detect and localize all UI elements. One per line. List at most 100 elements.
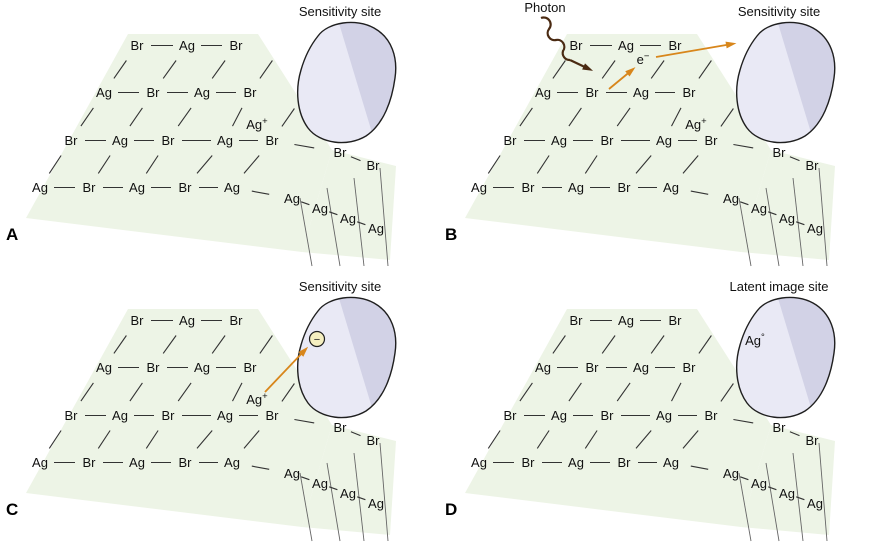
atom-label: Ag <box>194 360 210 375</box>
bond-dash <box>243 430 260 449</box>
bond-dash <box>129 382 143 402</box>
bond-dash <box>281 108 295 127</box>
atom-label: Br <box>773 145 787 160</box>
arrow-line <box>264 349 306 393</box>
atom-label: Ag <box>217 133 233 148</box>
atom-label: Br <box>618 180 632 195</box>
atom-label: Ag <box>633 85 649 100</box>
bond-dash <box>357 496 366 501</box>
atom-label: Br <box>83 455 97 470</box>
atom-label: Ag <box>656 408 672 423</box>
bond-dash <box>650 60 665 79</box>
site-label: Sensitivity site <box>738 4 820 19</box>
bond-dash <box>162 60 177 79</box>
atom-label: Ag <box>284 191 300 206</box>
bond-dash <box>350 431 361 437</box>
bond-dash <box>196 155 213 174</box>
crystal-edge-face <box>741 425 835 535</box>
bond-dash <box>733 418 754 424</box>
bond-dash <box>682 430 699 449</box>
atom-label: Br <box>244 85 258 100</box>
atom-label: Ag <box>535 360 551 375</box>
bond-dash <box>690 465 709 470</box>
site-label: Latent image site <box>729 279 828 294</box>
bond-dash <box>536 155 550 174</box>
bond-dash <box>690 190 709 195</box>
crystal-edge-line <box>379 442 389 542</box>
atom-label: Br <box>230 313 244 328</box>
bond-dash <box>519 107 533 127</box>
arrow-head <box>582 63 594 71</box>
site-label: Sensitivity site <box>299 279 381 294</box>
atom-label: Br <box>65 408 79 423</box>
bond-dash <box>552 335 566 354</box>
bond-dash <box>568 107 582 127</box>
bond-dash <box>601 335 616 354</box>
crystal-edge-line <box>738 197 752 267</box>
crystal-plane <box>26 34 332 252</box>
atom-label: Ag <box>751 476 767 491</box>
atom-label: Br <box>705 408 719 423</box>
atom-label: Ag <box>568 455 584 470</box>
bond-dash <box>487 155 501 174</box>
crystal-edge-line <box>765 187 780 267</box>
bond-dash <box>97 430 111 449</box>
bond-dash <box>80 382 94 402</box>
atom-label: Ag <box>179 38 195 53</box>
bond-dash <box>487 430 501 449</box>
atom-label: Br <box>162 133 176 148</box>
atom-label: Ag <box>568 180 584 195</box>
bond-dash <box>796 221 805 226</box>
atom-label: Br <box>162 408 176 423</box>
crystal-edge-line <box>379 167 389 267</box>
atom-label: Ag <box>535 85 551 100</box>
atom-label: Br <box>334 145 348 160</box>
bond-dash <box>281 383 295 402</box>
bond-dash <box>329 211 338 216</box>
bond-dash <box>536 430 550 449</box>
bond-dash <box>145 430 159 449</box>
atom-label: Br <box>806 433 820 448</box>
bond-dash <box>650 335 665 354</box>
atom-label: Br <box>618 455 632 470</box>
bond-dash <box>48 155 62 174</box>
bond-dash <box>789 156 800 162</box>
crystal-edge-line <box>765 462 780 542</box>
atom-label: Ag <box>194 85 210 100</box>
crystal-edge-line <box>299 197 313 267</box>
atom-label: Br <box>669 313 683 328</box>
atom-label: Br <box>179 455 193 470</box>
bond-dash <box>720 108 734 127</box>
atom-label: Br <box>230 38 244 53</box>
electron-label: e− <box>637 51 650 67</box>
atom-label: Ag <box>96 85 112 100</box>
bond-dash <box>740 476 749 481</box>
atom-label: Br <box>266 408 280 423</box>
atom-label: Ag <box>618 313 634 328</box>
atom-label: Ag <box>551 133 567 148</box>
atom-label: Br <box>522 455 536 470</box>
bond-dash <box>232 382 243 402</box>
atom-label: Br <box>586 85 600 100</box>
atom-label: Ag <box>471 455 487 470</box>
atom-label: Br <box>683 360 697 375</box>
atom-label: Ag <box>751 201 767 216</box>
atom-label: Ag <box>633 360 649 375</box>
arrow-head <box>298 346 309 357</box>
bond-dash <box>601 60 616 79</box>
bond-dash <box>350 156 361 162</box>
atom-label: Ag <box>129 180 145 195</box>
crystal-edge-line <box>818 167 828 267</box>
bond-dash <box>162 335 177 354</box>
atom-label: Br <box>334 420 348 435</box>
atom-label: Br <box>65 133 79 148</box>
atom-label: Ag <box>112 408 128 423</box>
bond-dash <box>733 143 754 149</box>
atom-label: Ag <box>179 313 195 328</box>
